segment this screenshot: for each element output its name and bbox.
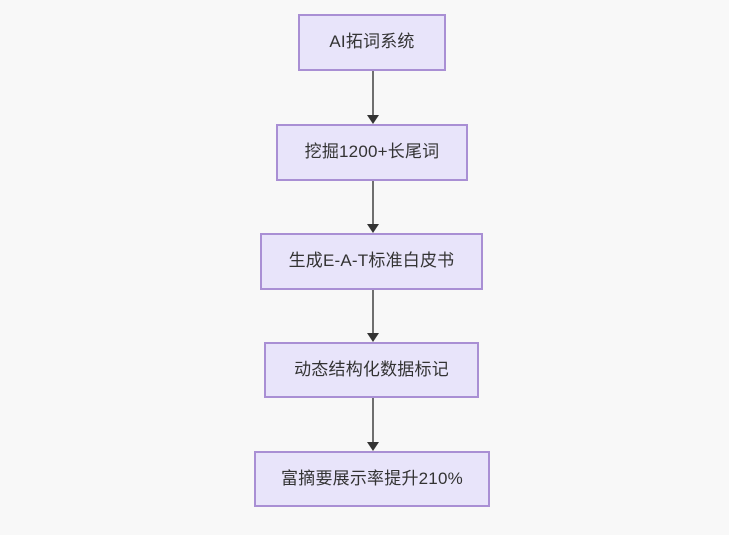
edge-line (372, 398, 374, 443)
flow-node-dynamic-structured-data-markup[interactable]: 动态结构化数据标记 (264, 342, 479, 398)
flow-node-label: 动态结构化数据标记 (294, 359, 449, 379)
flow-node-label: 挖掘1200+长尾词 (304, 142, 440, 162)
arrowhead-icon (367, 224, 379, 233)
flow-node-label: 生成E-A-T标准白皮书 (288, 251, 455, 271)
edge-line (372, 71, 374, 116)
flow-node-label: 富摘要展示率提升210% (281, 468, 463, 488)
edge-line (372, 181, 374, 225)
flow-node-ai-keyword-system[interactable]: AI拓词系统 (298, 14, 446, 71)
flow-node-generate-eat-whitepaper[interactable]: 生成E-A-T标准白皮书 (260, 233, 483, 290)
flow-node-label: AI拓词系统 (329, 32, 415, 52)
arrowhead-icon (367, 442, 379, 451)
edge-line (372, 290, 374, 334)
arrowhead-icon (367, 115, 379, 124)
flow-node-mine-longtail-keywords[interactable]: 挖掘1200+长尾词 (276, 124, 468, 181)
flow-node-rich-snippet-impression-lift[interactable]: 富摘要展示率提升210% (254, 451, 490, 507)
arrowhead-icon (367, 333, 379, 342)
